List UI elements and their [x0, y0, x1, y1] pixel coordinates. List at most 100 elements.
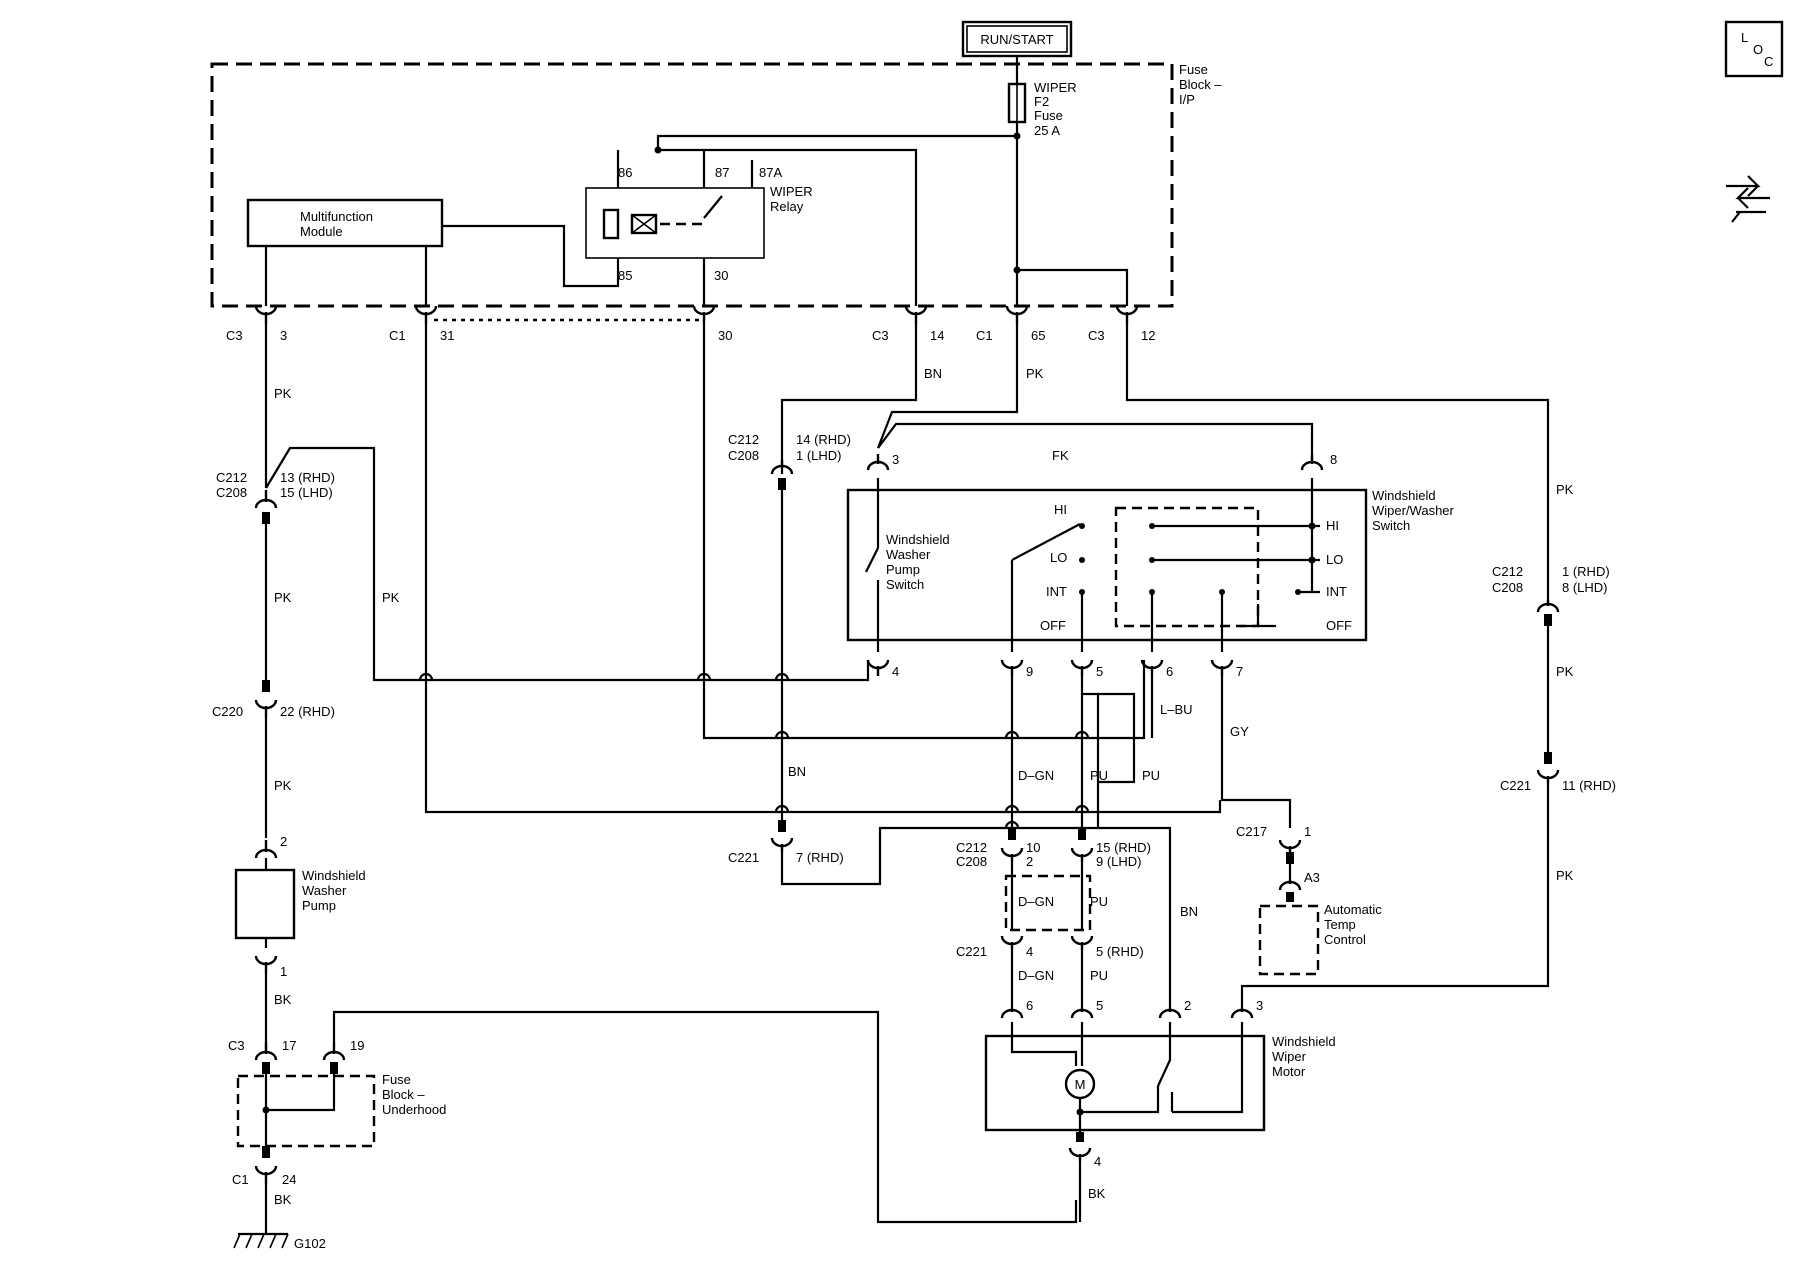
relay-coil-cross	[631, 214, 657, 234]
connector-pin-block	[1078, 828, 1086, 840]
c212-label-bn: C212	[728, 432, 759, 447]
connector-pin-block	[778, 478, 786, 490]
wire-color-bk: BK	[1088, 1186, 1106, 1201]
conn-c1-label: C1	[389, 328, 406, 343]
switch-pos-int-right: INT	[1326, 584, 1347, 599]
c212-pin-motor-left: 10	[1026, 840, 1040, 855]
crossover-hop	[774, 804, 790, 813]
motor-park-switch-right	[1172, 1022, 1244, 1114]
relay-pin-87: 87	[715, 165, 729, 180]
motor-pin-6: 6	[1026, 998, 1033, 1013]
washer-pump-box	[234, 868, 296, 940]
crossover-hop	[1074, 730, 1090, 739]
connector-pin-block	[1286, 892, 1294, 902]
c3-17-pin: 17	[282, 1038, 296, 1053]
crossover-hop	[1004, 820, 1020, 829]
c208-label-right: C208	[1492, 580, 1523, 595]
crossover-hop	[1004, 730, 1020, 739]
connector-a3	[1278, 880, 1302, 891]
switch-pin-9-connector	[1000, 659, 1024, 676]
wiper-relay-box	[585, 187, 765, 259]
motor-pin-6-connector	[1000, 1008, 1024, 1019]
motor-pin-3-connector	[1230, 1008, 1254, 1019]
switch-pin-3: 3	[892, 452, 899, 467]
connector-pin-block	[1076, 1132, 1084, 1142]
connector-c212-c208-right	[1536, 600, 1560, 613]
crossover-hop	[696, 672, 712, 681]
connector-c221-bn	[770, 837, 794, 852]
fuse-block-ip-outline	[210, 62, 1174, 308]
wire-color-lbu: L–BU	[1160, 702, 1193, 717]
conn-c3-14-label: C3	[872, 328, 889, 343]
motor-pin-5-connector	[1070, 1008, 1094, 1019]
switch-pos-lo: LO	[1050, 550, 1067, 565]
connector-c220	[254, 699, 278, 718]
multifunction-module-box	[246, 198, 444, 248]
connector-c1-65	[1005, 305, 1029, 324]
wire-color-pk: PK	[274, 386, 292, 401]
c208-label-motor: C208	[956, 854, 987, 869]
wire-color-bn: BN	[1180, 904, 1198, 919]
relay-85-to-module-wire	[442, 224, 620, 288]
run-start-label: RUN/START	[980, 32, 1053, 47]
wire-crossovers	[418, 672, 1090, 829]
relay-contact-arm	[703, 195, 723, 219]
washer-switch-label-3: Pump	[886, 562, 920, 577]
switch-wiper-arm	[1011, 523, 1081, 561]
pk-washer-switch-wire	[265, 446, 870, 682]
arrows-icon[interactable]	[1726, 175, 1770, 223]
c212-pin-bn: 14 (RHD)	[796, 432, 851, 447]
wire-to-c3-14	[658, 148, 918, 306]
wire-color-pk: PK	[274, 778, 292, 793]
wire-color-dgn: D–GN	[1018, 968, 1054, 983]
wire-color-pk: PK	[1556, 868, 1574, 883]
pu-wire-loop	[1098, 692, 1136, 784]
wire-color-pu: PU	[1090, 968, 1108, 983]
loc-icon[interactable]: L O C	[1724, 20, 1784, 78]
c3-17-label: C3	[228, 1038, 245, 1053]
atc-label-2: Temp	[1324, 917, 1356, 932]
splice-dot	[262, 1106, 270, 1114]
conn-c1-65-label: C1	[976, 328, 993, 343]
pump-pin-2: 2	[280, 834, 287, 849]
run-start-inner-border	[966, 25, 1068, 53]
crossover-hop	[774, 730, 790, 739]
relay-pin-85: 85	[618, 268, 632, 283]
c220-pin: 22 (RHD)	[280, 704, 335, 719]
switch-title-1: Windshield	[1372, 488, 1436, 503]
switch-pin-5-connector	[1070, 659, 1094, 676]
switch-pin-4: 4	[892, 664, 899, 679]
conn-c3-14-pin: 14	[930, 328, 944, 343]
top-connectors	[254, 305, 1139, 324]
relay-pin-30: 30	[714, 268, 728, 283]
relay-title-1: WIPER	[770, 184, 813, 199]
connector-c3-14	[904, 305, 928, 324]
motor-pin-3: 3	[1256, 998, 1263, 1013]
c208-label-bn: C208	[728, 448, 759, 463]
conn-c1-65-pin: 65	[1031, 328, 1045, 343]
loc-c: C	[1764, 54, 1773, 69]
conn-30-pin: 30	[718, 328, 732, 343]
connector-pin-block	[262, 512, 270, 524]
c212-c208-dashed-link	[1004, 874, 1092, 932]
washer-pump-switch-contact	[865, 547, 879, 573]
switch-contact-lo	[1079, 557, 1085, 563]
connector-pin-block	[262, 1146, 270, 1158]
switch-pos-hi: HI	[1054, 502, 1067, 517]
underhood-bus-link	[266, 1074, 336, 1112]
conn-c3-12-pin: 12	[1141, 328, 1155, 343]
connector-pump-pin-2	[254, 840, 278, 859]
pk-switch-pin-8-wire	[877, 422, 1314, 460]
pin-19: 19	[350, 1038, 364, 1053]
switch-pos-lo-right: LO	[1326, 552, 1343, 567]
wire-color-pk: PK	[382, 590, 400, 605]
washer-switch-label-1: Windshield	[886, 532, 950, 547]
motor-label-1: Windshield	[1272, 1034, 1336, 1049]
wire-color-pu: PU	[1142, 768, 1160, 783]
pump-pin-1: 1	[280, 964, 287, 979]
c212-label-right: C212	[1492, 564, 1523, 579]
connector-c1-31	[414, 305, 438, 324]
switch-pin-4-connector	[866, 659, 890, 676]
motor-label-3: Motor	[1272, 1064, 1306, 1079]
